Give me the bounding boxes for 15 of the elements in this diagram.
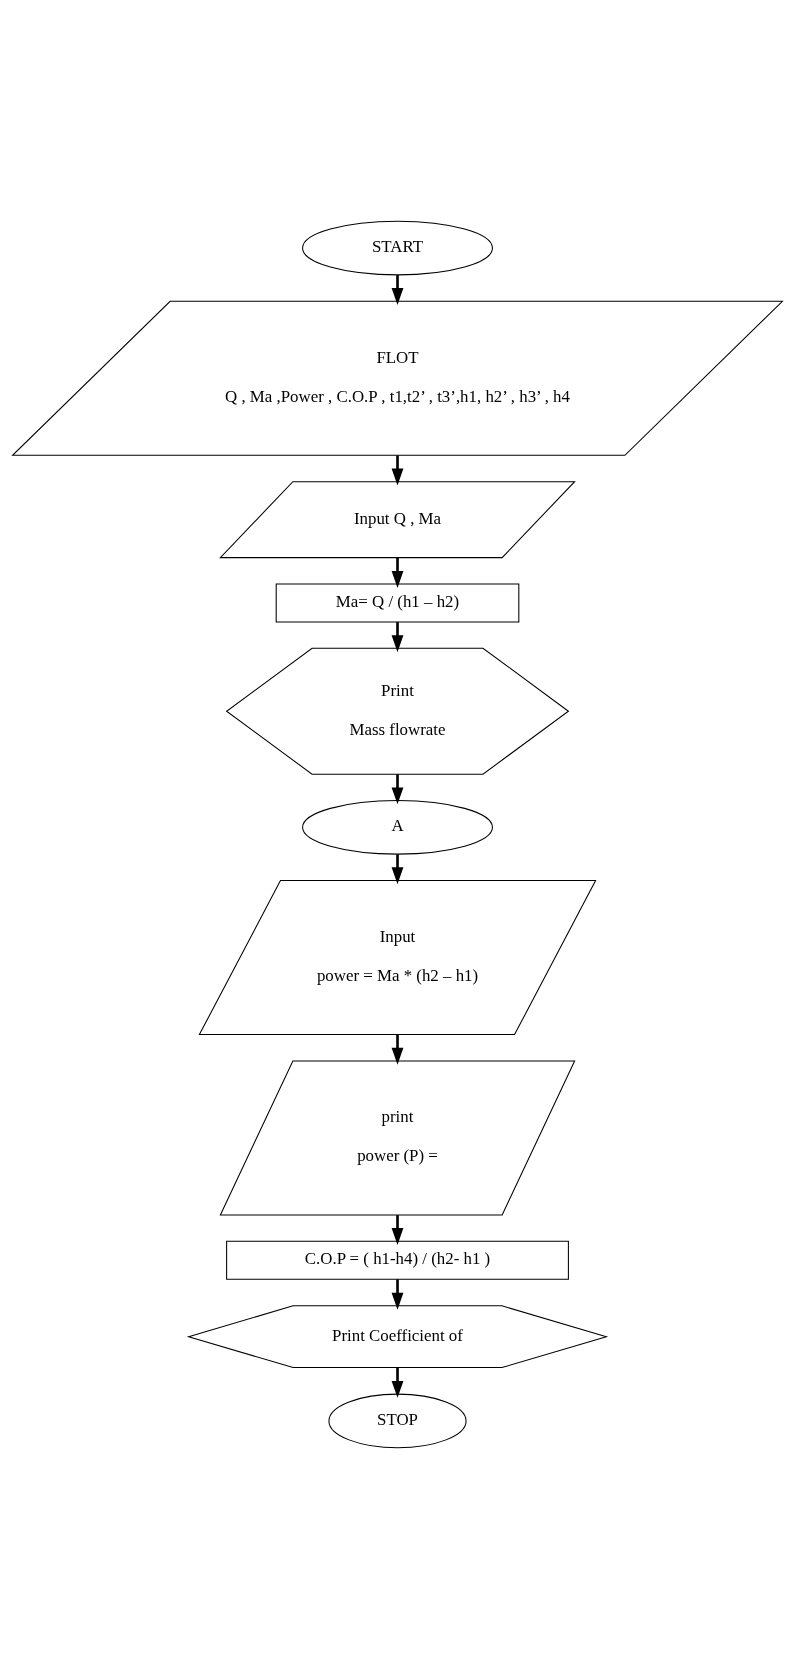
arrow xyxy=(391,275,404,305)
arrow xyxy=(391,1215,404,1245)
node-ellipse: STOP xyxy=(328,1393,467,1449)
arrow xyxy=(391,455,404,486)
arrow xyxy=(391,1279,404,1310)
arrow xyxy=(391,1367,404,1398)
node-box: C.O.P = ( h1-h4) / (h2- h1 ) xyxy=(226,1240,569,1280)
node-box: Ma= Q / (h1 – h2) xyxy=(275,583,520,623)
arrow xyxy=(391,774,404,805)
arrow xyxy=(391,854,404,885)
arrow xyxy=(391,622,404,653)
node-ellipse: A xyxy=(302,800,493,855)
arrow xyxy=(391,1034,404,1065)
node-ellipse: START xyxy=(302,220,493,276)
arrow xyxy=(391,558,404,588)
